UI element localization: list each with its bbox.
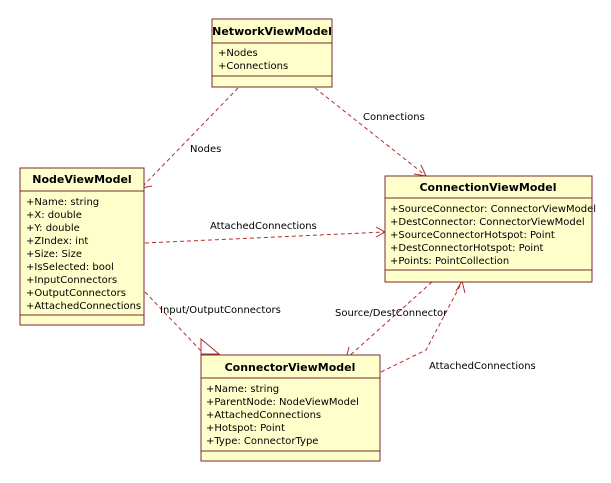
class-attribute: +Connections: [218, 61, 288, 72]
class-attribute: +Y: double: [26, 223, 80, 234]
class-attribute: +AttachedConnections: [206, 410, 321, 421]
class-name: NodeViewModel: [32, 173, 131, 186]
class-box: [200, 354, 381, 462]
node-attached-relation-label: AttachedConnections: [210, 221, 317, 232]
class-attribute: +SourceConnector: ConnectorViewModel: [390, 204, 596, 215]
class-attribute: +SourceConnectorHotspot: Point: [390, 230, 555, 241]
connector-attached-arrowhead: [455, 279, 466, 294]
connections-relation-line: [314, 87, 426, 176]
connections-relation-label: Connections: [363, 112, 425, 123]
class-attribute: +Size: Size: [26, 249, 82, 260]
relationships: [140, 87, 466, 373]
nodes-relation-line: [141, 87, 239, 188]
class-attribute: +X: double: [26, 210, 82, 221]
nodes-relation-label: Nodes: [190, 144, 221, 155]
source-dest-relation-label: Source/DestConnector: [335, 308, 448, 319]
class-attribute: +ParentNode: NodeViewModel: [206, 397, 359, 408]
relationship-labels: Nodes Connections AttachedConnections In…: [160, 112, 536, 372]
class-attribute: +ZIndex: int: [26, 236, 88, 247]
source-dest-relation-line: [346, 281, 433, 359]
class-attribute: +DestConnectorHotspot: Point: [390, 243, 544, 254]
connector-attached-relation-line: [380, 281, 463, 373]
class-attribute: +DestConnector: ConnectorViewModel: [390, 217, 585, 228]
class-attribute: +Points: PointCollection: [390, 256, 509, 267]
class-attribute: +AttachedConnections: [26, 301, 141, 312]
class-attribute: +IsSelected: bool: [26, 262, 114, 273]
class-attribute: +InputConnectors: [26, 275, 117, 286]
io-connectors-relation-label: Input/OutputConnectors: [160, 305, 281, 316]
class-name: ConnectionViewModel: [419, 181, 556, 194]
node-attached-relation-line: [144, 231, 386, 244]
connector-attached-relation-label: AttachedConnections: [429, 361, 536, 372]
class-name: ConnectorViewModel: [225, 361, 356, 374]
class-box: [384, 175, 593, 283]
class-connector-view-model[interactable]: ConnectorViewModel +Name: string +Parent…: [200, 354, 381, 462]
class-attribute: +OutputConnectors: [26, 288, 126, 299]
io-connectors-arrowhead: [200, 337, 221, 355]
class-attribute: +Type: ConnectorType: [206, 436, 318, 447]
class-node-view-model[interactable]: NodeViewModel +Name: string +X: double +…: [19, 167, 145, 326]
class-name: NetworkViewModel: [212, 25, 332, 38]
class-connection-view-model[interactable]: ConnectionViewModel +SourceConnector: Co…: [384, 175, 596, 283]
class-network-view-model[interactable]: NetworkViewModel +Nodes +Connections: [211, 18, 333, 88]
class-attribute: +Hotspot: Point: [206, 423, 285, 434]
class-attribute: +Nodes: [218, 48, 258, 59]
class-attribute: +Name: string: [26, 197, 99, 208]
class-attribute: +Name: string: [206, 384, 279, 395]
class-box: [19, 167, 145, 326]
io-connectors-relation-line: [144, 291, 204, 354]
